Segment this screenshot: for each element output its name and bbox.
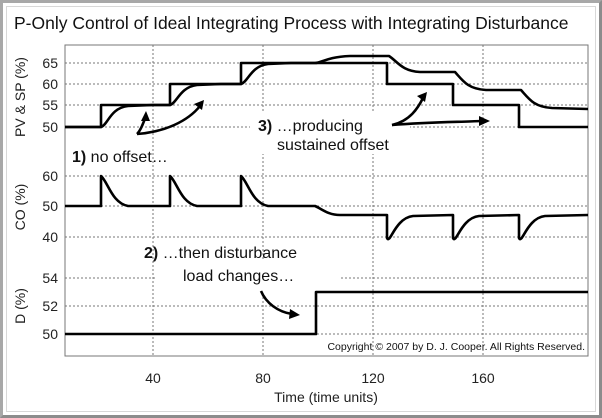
pv-sp-axis-label: PV & SP (%) xyxy=(12,57,28,137)
annotation-2-line2: load changes… xyxy=(183,268,294,285)
plot-area xyxy=(64,44,589,357)
chart-title: P-Only Control of Ideal Integrating Proc… xyxy=(14,13,568,33)
d-axis-label: D (%) xyxy=(12,288,28,324)
annotation-2-bg xyxy=(155,260,340,294)
svg-text:160: 160 xyxy=(471,370,495,386)
d-y-ticks: 54 52 50 xyxy=(42,270,58,342)
frame-inner-border xyxy=(6,6,596,412)
annotation-3-line2: sustained offset xyxy=(277,137,389,154)
annotation-2-arrow xyxy=(259,290,300,319)
svg-text:65: 65 xyxy=(42,55,58,71)
svg-text:50: 50 xyxy=(42,326,58,342)
copyright-text: Copyright © 2007 by D. J. Cooper. All Ri… xyxy=(327,341,585,353)
annotation-1-arrows xyxy=(136,100,204,136)
x-axis-label: Time (time units) xyxy=(274,389,378,405)
annotation-1: 1) no offset… xyxy=(72,149,168,166)
co-y-ticks: 60 50 40 xyxy=(42,168,58,245)
annotation-3-line1: 3) …producing xyxy=(258,118,363,135)
svg-text:60: 60 xyxy=(42,76,58,92)
x-ticks: 40 80 120 160 xyxy=(145,370,495,386)
svg-text:40: 40 xyxy=(145,370,161,386)
vertical-gridlines xyxy=(152,45,484,356)
co-axis-label: CO (%) xyxy=(12,184,28,231)
svg-text:60: 60 xyxy=(42,168,58,184)
svg-text:40: 40 xyxy=(42,229,58,245)
svg-text:80: 80 xyxy=(255,370,271,386)
svg-text:54: 54 xyxy=(42,270,58,286)
svg-text:55: 55 xyxy=(42,97,58,113)
svg-text:120: 120 xyxy=(361,370,385,386)
annotation-2-line1: 2) …then disturbance xyxy=(144,245,297,262)
svg-text:50: 50 xyxy=(42,198,58,214)
svg-text:52: 52 xyxy=(42,298,58,314)
co-trace xyxy=(65,174,589,241)
pv-y-ticks: 65 60 55 50 xyxy=(42,55,58,135)
svg-text:50: 50 xyxy=(42,119,58,135)
pv-trace xyxy=(65,54,589,129)
annotation-3-arrows xyxy=(391,92,490,127)
d-trace xyxy=(65,290,588,336)
annotation-3-bg xyxy=(250,112,410,154)
